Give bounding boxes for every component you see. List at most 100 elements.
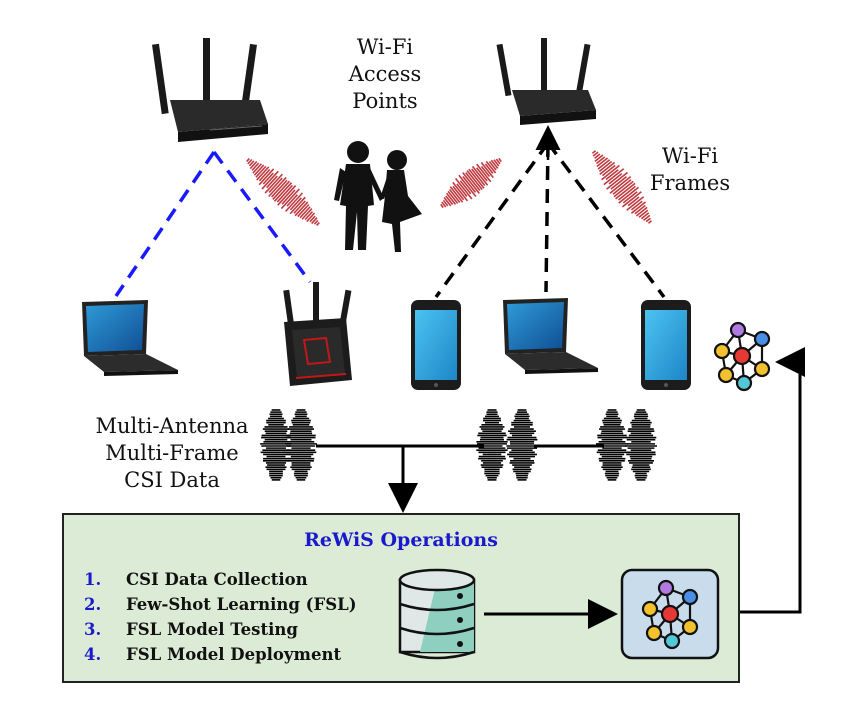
signal-wave-stroke [645,217,652,223]
signal-wave-stroke [249,160,258,170]
signal-wave-stroke [484,163,494,174]
signal-wave-stroke [493,159,500,167]
csi-waveforms [260,409,657,481]
signal-wave-stroke [591,150,597,154]
signal-wave-stroke [458,174,477,198]
signal-wave-stroke [471,165,489,186]
signal-wave-stroke [596,157,609,168]
signal-wave-stroke [630,201,647,214]
signal-wave-stroke [446,192,457,205]
signal-wave-stroke [256,166,270,181]
signal-wave-stroke [286,194,299,207]
signal-wave-stroke [634,204,646,215]
signal-wave-stroke [635,206,648,217]
signal-wave-stroke [258,168,271,182]
signal-wave-stroke [452,181,469,202]
operation-step: 1.CSI Data Collection [84,570,308,589]
signal-wave-stroke [609,176,632,194]
signal-wave-stroke [630,200,643,211]
signal-wave-stroke [462,172,480,194]
signal-wave-stroke [606,171,629,190]
signal-wave-stroke [293,200,306,214]
signal-wave-stroke [597,159,611,170]
signal-wave-stroke [468,168,485,189]
signal-wave-stroke [627,196,640,207]
signal-wave-stroke [488,161,497,171]
signal-wave-stroke [605,169,619,181]
signal-wave-stroke [498,157,502,163]
signal-wave-stroke [306,212,316,223]
signal-wave-stroke [255,165,267,178]
signal-wave-stroke [594,154,604,163]
signal-wave-stroke [618,186,639,204]
neural-network-icon [713,321,771,392]
signal-wave-stroke [447,190,459,204]
signal-wave-stroke [443,196,452,207]
wifi-signal-waves [246,150,653,227]
signal-wave-stroke [599,161,616,176]
signal-wave-stroke [466,170,483,191]
signal-wave-stroke [480,162,494,179]
signal-wave-stroke [495,158,501,165]
wifi-router-icon [152,38,268,142]
signal-wave-stroke [266,175,278,189]
signal-wave-stroke [268,177,283,193]
signal-wave-stroke [253,164,265,176]
signal-wave-stroke [297,203,310,218]
signal-wave-stroke [594,153,601,159]
signal-wave-stroke [304,211,314,221]
signal-wave-stroke [454,178,473,200]
signal-wave-stroke [598,160,613,172]
signal-wave-stroke [261,170,279,190]
access-points-label: Wi-Fi Access Points [348,35,422,113]
signal-wave-stroke [440,203,444,209]
signal-wave-stroke [271,179,288,198]
router-icon [283,282,352,386]
signal-wave-stroke [268,176,287,198]
human-silhouettes-icon [334,141,422,252]
signal-wave-stroke [301,208,313,220]
signal-wave-stroke [247,158,253,165]
signal-wave-stroke [601,164,616,177]
signal-wave-stroke [640,212,650,220]
link-lines-black [434,141,666,299]
signal-wave-stroke [294,201,309,217]
signal-wave-stroke [272,180,291,200]
signal-wave-stroke [592,151,599,157]
signal-wave-stroke [626,196,645,211]
signal-wave-stroke [262,172,274,185]
signal-wave-stroke [465,172,481,192]
operations-panel: ReWiS Operations 1.CSI Data Collection 2… [62,513,740,683]
signal-wave-stroke [289,197,302,211]
signal-wave-stroke [289,196,306,215]
operations-steps: 1.CSI Data Collection 2.Few-Shot Learnin… [84,567,357,667]
signal-wave-stroke [449,186,464,203]
link-lines-blue [114,150,312,297]
signal-wave-stroke [462,176,477,193]
laptop-icon [503,298,598,374]
signal-wave-stroke [252,163,263,174]
signal-wave-stroke [601,164,620,181]
signal-wave-stroke [459,180,472,195]
signal-wave-stroke [442,199,449,207]
signal-wave-stroke [285,192,304,212]
signal-wave-stroke [280,188,300,210]
signal-wave-stroke [273,182,293,202]
signal-wave-stroke [313,219,319,225]
signal-wave-stroke [299,206,311,219]
operations-title: ReWiS Operations [304,529,498,551]
signal-wave-stroke [480,165,491,178]
signal-wave-stroke [258,168,275,186]
signal-wave-stroke [622,191,638,204]
signal-wave-stroke [281,189,296,205]
signal-wave-stroke [251,162,260,171]
signal-wave-stroke [603,168,625,186]
signal-wave-stroke [246,157,250,163]
signal-wave-stroke [595,156,606,165]
signal-wave-stroke [264,173,284,194]
signal-wave-stroke [471,168,486,186]
signal-wave-stroke [621,191,642,208]
laptop-icon [82,300,178,376]
wifi-router-icon [496,38,596,125]
